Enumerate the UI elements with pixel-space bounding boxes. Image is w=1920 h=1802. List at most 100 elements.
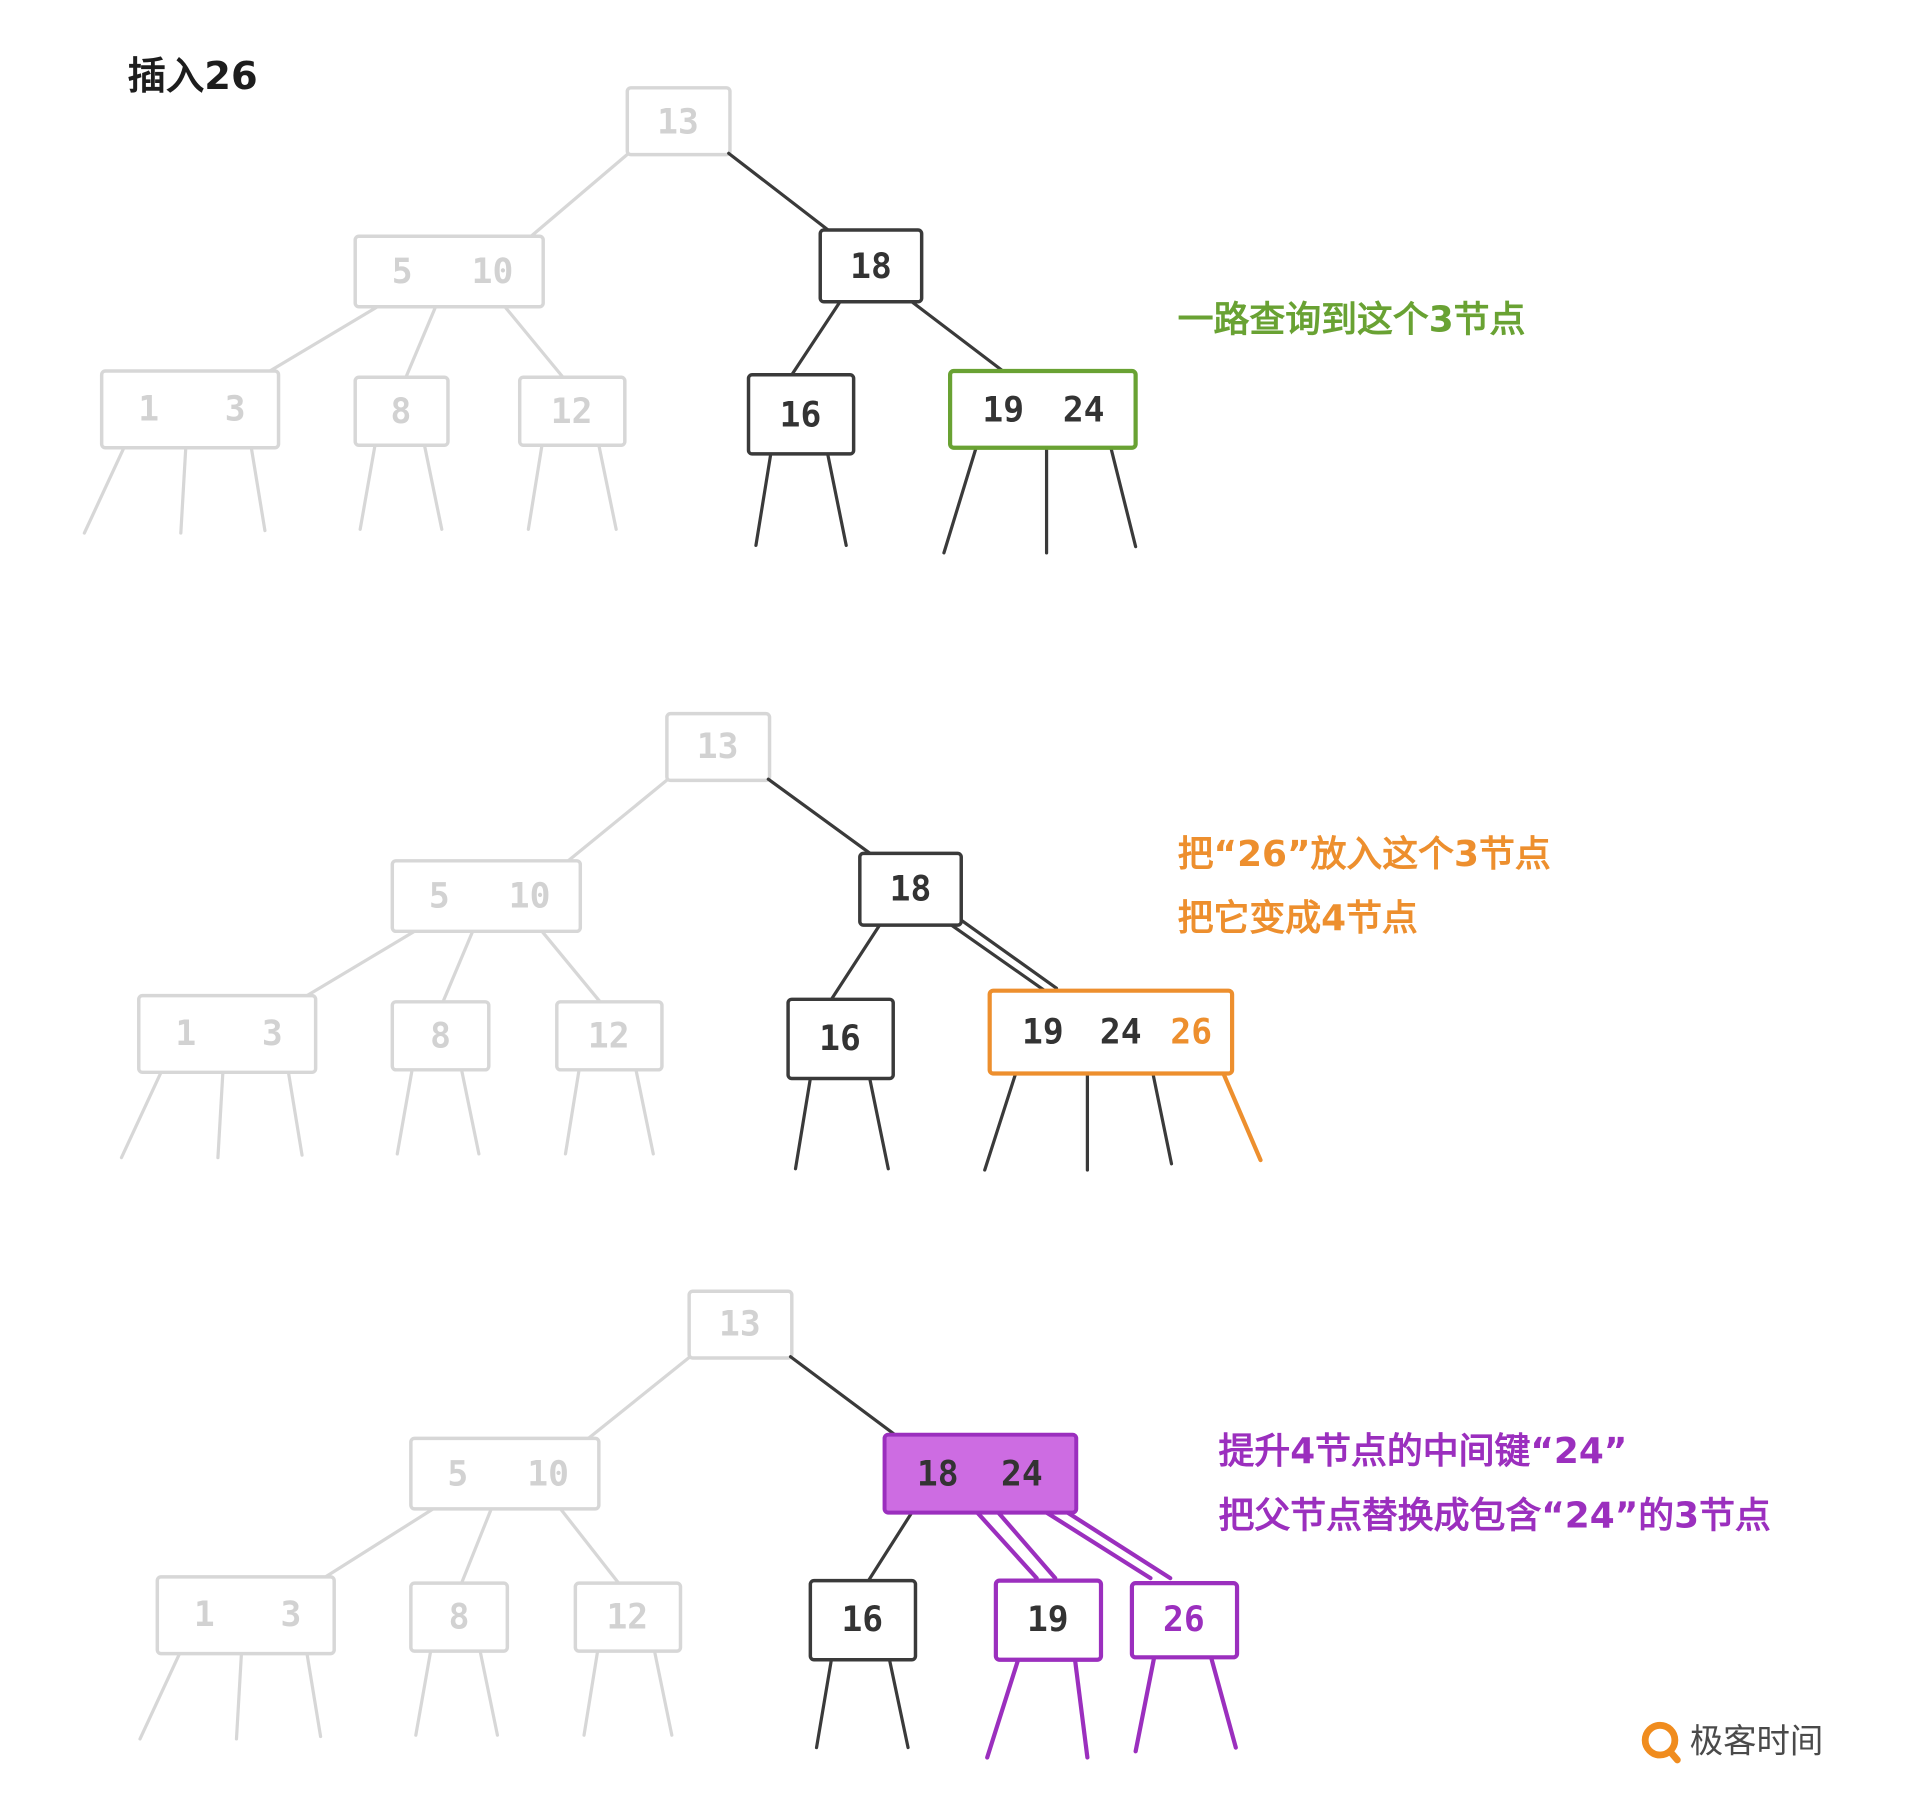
node-key: 10 [509, 877, 551, 917]
null-pointer-leg [414, 1649, 433, 1737]
node-16 [808, 1578, 918, 1662]
null-pointer-leg [597, 443, 618, 531]
null-pointer-leg [1208, 1655, 1238, 1750]
node-12 [555, 1000, 664, 1072]
null-pointer-leg [526, 443, 544, 531]
null-pointer-leg [234, 1651, 244, 1741]
edge-internal-to-leaf [441, 929, 475, 1004]
edge-internal-to-leaf [459, 1507, 493, 1585]
node-12 [573, 1581, 683, 1653]
node-key: 12 [588, 1016, 630, 1056]
edge-internal-to-leaf [540, 929, 602, 1004]
edge-internal-to-leaf [404, 305, 438, 379]
node-18 [858, 851, 963, 927]
stage2-annotation-line2: 把它变成4节点 [1178, 897, 1418, 939]
node-key: 18 [917, 1454, 959, 1494]
node-13 [665, 711, 772, 783]
stage-3: 13 5 10 1 3 8 12 18 24 [138, 1289, 1771, 1760]
node-key: 3 [262, 1014, 283, 1054]
null-pointer-leg [563, 1068, 581, 1156]
node-key: 1 [138, 389, 159, 429]
null-pointer-leg [793, 1076, 812, 1171]
node-5-10 [390, 859, 583, 934]
node-key: 12 [551, 392, 593, 432]
node-key: 10 [472, 252, 514, 292]
node-key: 5 [392, 252, 413, 292]
node-19-split [993, 1578, 1104, 1662]
null-pointer-leg [985, 1657, 1021, 1760]
null-pointer-leg [652, 1649, 674, 1737]
node-key: 3 [225, 389, 246, 429]
node-key: 24 [1063, 391, 1105, 431]
stage-1: 13 5 10 1 3 8 12 18 16 19 [82, 86, 1526, 555]
node-19-24-highlighted [948, 368, 1138, 450]
edge-internal-to-leaf [558, 1507, 621, 1585]
edge-root-to-internal [565, 777, 670, 864]
null-pointer-leg [868, 1076, 890, 1171]
null-pointer-leg [826, 452, 848, 548]
node-key: 19 [1022, 1013, 1064, 1053]
node-12 [517, 375, 627, 447]
edge-18-to-19-24-26 [949, 923, 1049, 994]
stage-2: 13 5 10 1 3 8 12 18 16 [119, 711, 1551, 1172]
stage2-annotation-line1: 把“26”放入这个3节点 [1178, 834, 1551, 875]
node-1-3 [99, 369, 281, 450]
stage2-faded-subtree: 13 5 10 1 3 8 12 [119, 711, 772, 1160]
node-key: 8 [430, 1016, 451, 1056]
null-pointer-leg [82, 446, 126, 535]
null-pointer-leg [983, 1071, 1018, 1172]
node-key: 18 [890, 869, 932, 909]
brand-name: 极客时间 [1690, 1722, 1824, 1761]
null-pointer-leg [422, 443, 444, 531]
null-pointer-leg [634, 1068, 655, 1156]
null-pointer-leg [1133, 1655, 1157, 1754]
null-pointer-leg [358, 443, 377, 531]
geektime-logo-icon [1641, 1721, 1681, 1764]
null-pointer-leg [286, 1070, 304, 1157]
edge-18-24-to-26 [1065, 1510, 1173, 1581]
null-pointer-leg [119, 1070, 163, 1160]
null-pointer-leg [305, 1651, 323, 1739]
null-pointer-leg [1072, 1657, 1090, 1760]
node-key: 16 [841, 1600, 883, 1640]
brand-logo: 极客时间 [1641, 1721, 1824, 1764]
edge-18-to-19-24 [910, 300, 1007, 374]
node-key: 12 [606, 1598, 648, 1638]
edge-18-24-to-16 [866, 1510, 914, 1583]
node-key: 10 [527, 1454, 569, 1494]
null-pointer-leg-new [1221, 1071, 1263, 1163]
page-title: 插入26 [128, 54, 258, 99]
stage3-faded-subtree: 13 5 10 1 3 8 12 [138, 1289, 794, 1741]
node-5-10 [353, 234, 545, 309]
node-1-3 [137, 993, 318, 1075]
edge-18-to-19-24-26 [959, 918, 1059, 990]
node-key: 24 [1100, 1013, 1142, 1053]
node-key: 19 [1027, 1600, 1069, 1640]
edge-18-to-16 [790, 300, 842, 377]
stage1-faded-subtree: 13 5 10 1 3 8 12 [82, 86, 732, 535]
null-pointer-leg [887, 1658, 910, 1750]
null-pointer-leg [478, 1649, 500, 1737]
edge-18-24-to-19 [975, 1510, 1039, 1581]
null-pointer-leg [249, 446, 267, 533]
node-key: 3 [280, 1595, 301, 1635]
stage1-annotation: 一路查询到这个3节点 [1178, 299, 1526, 340]
node-key: 1 [194, 1595, 215, 1635]
node-key: 8 [391, 392, 412, 432]
node-key: 26 [1163, 1600, 1205, 1640]
null-pointer-leg [138, 1651, 182, 1741]
null-pointer-leg [942, 446, 978, 555]
node-26-split [1129, 1580, 1240, 1660]
node-key: 24 [1001, 1454, 1043, 1494]
edge-root-to-internal [527, 151, 631, 240]
node-key: 19 [982, 391, 1024, 431]
edge-18-to-16 [829, 923, 882, 1001]
node-16 [746, 373, 856, 456]
edge-root-to-internal [583, 1353, 694, 1443]
logo-tail [1666, 1747, 1681, 1764]
node-8 [390, 1000, 491, 1072]
node-5-10 [409, 1436, 601, 1511]
edge-internal-to-leaf [305, 929, 417, 998]
node-8 [409, 1581, 510, 1653]
